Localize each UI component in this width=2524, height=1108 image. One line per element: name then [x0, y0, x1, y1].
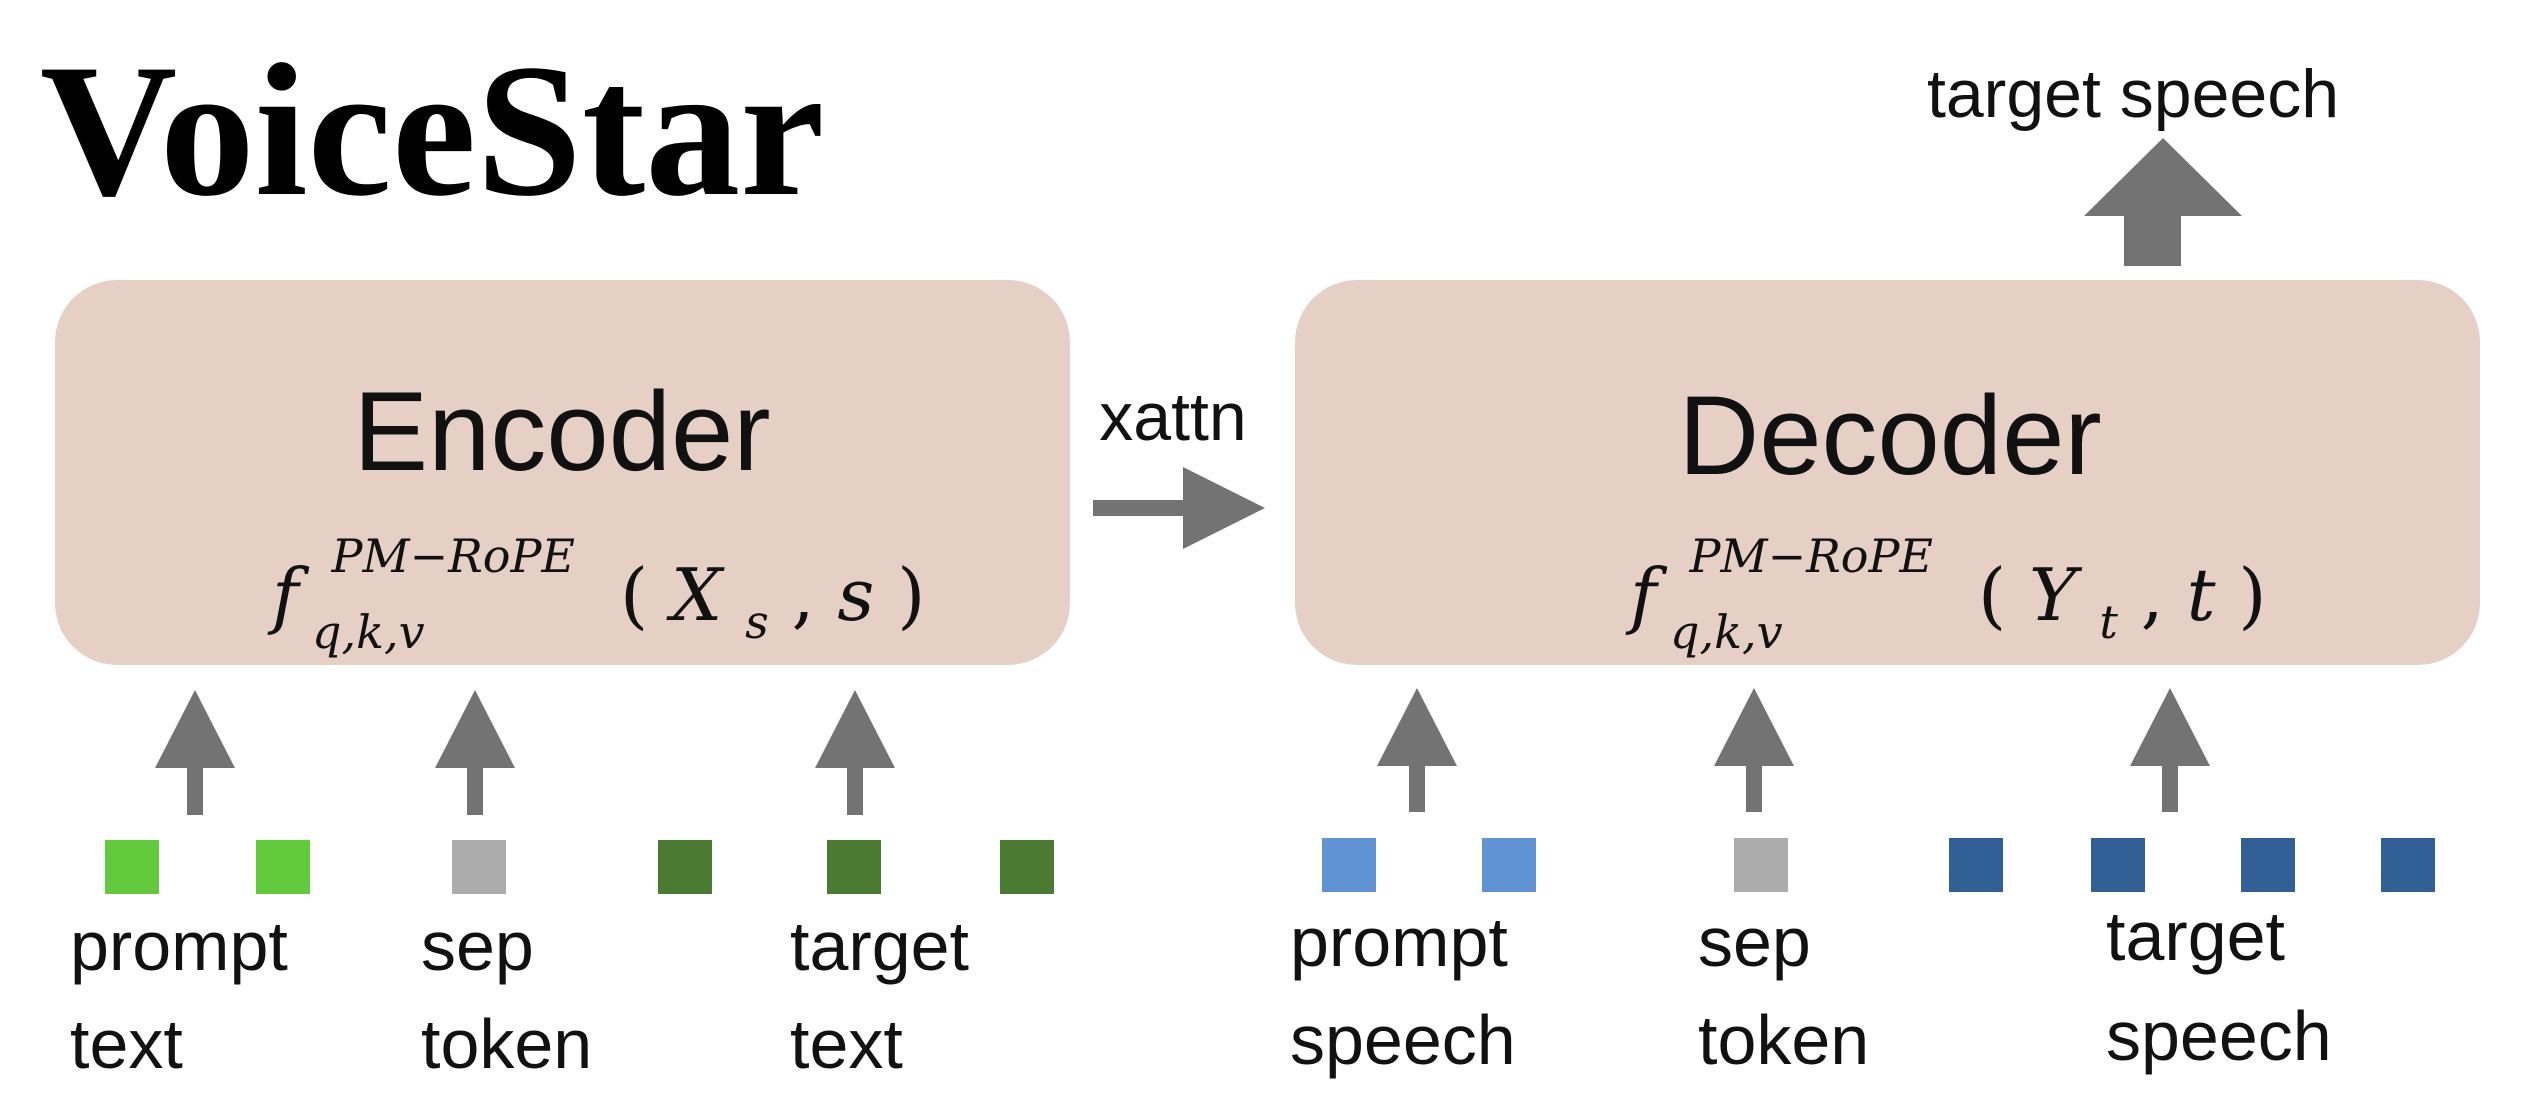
label-line: text: [790, 1005, 903, 1083]
decoder-formula-open-paren: (: [1978, 553, 2006, 637]
decoder-input-arrows: [1377, 688, 2210, 812]
encoder-input-label-sep: sep token: [421, 907, 592, 1083]
decoder-formula-arg1-subscript: t: [2099, 595, 2118, 649]
prompt-text-token: [256, 840, 310, 894]
encoder-formula-superscript: PM−RoPE: [331, 529, 575, 583]
encoder-tokens: [105, 840, 1054, 894]
target-text-token: [658, 840, 712, 894]
xattn-connector: xattn: [1093, 379, 1265, 549]
label-line: prompt: [1290, 903, 1508, 981]
label-line: target: [790, 907, 969, 985]
prompt-text-token: [105, 840, 159, 894]
encoder-formula-subscript: q,k,v: [312, 605, 425, 659]
decoder-formula-arg1: Y: [2029, 553, 2083, 637]
encoder-box: [55, 280, 1070, 665]
decoder-tokens: [1322, 838, 2435, 892]
decoder-input-label-prompt: prompt speech: [1290, 903, 1527, 1079]
target-text-token: [827, 840, 881, 894]
encoder-formula-close-paren: ): [897, 553, 925, 637]
decoder-output: target speech: [1927, 56, 2339, 266]
decoder-input-arrow-prompt: [1377, 688, 1457, 812]
encoder-input-arrow-prompt: [155, 690, 235, 815]
decoder-input-arrow-target: [2130, 688, 2210, 812]
decoder-input-arrow-sep: [1714, 688, 1794, 812]
label-line: sep: [421, 907, 534, 985]
decoder-formula: f PM−RoPE q,k,v ( Y t , t ): [1625, 505, 2267, 665]
encoder-input-label-prompt: prompt text: [70, 907, 307, 1083]
label-line: speech: [1290, 1001, 1516, 1079]
decoder-formula-arg2: t: [2187, 553, 2217, 637]
decoder-box: [1295, 280, 2480, 665]
decoder-label: Decoder: [1678, 373, 2101, 498]
output-label: target speech: [1927, 56, 2339, 132]
xattn-label: xattn: [1099, 379, 1246, 455]
diagram-title: VoiceStar: [40, 26, 825, 236]
decoder-input-label-sep: sep token: [1698, 903, 1869, 1079]
label-line: target: [2106, 897, 2285, 975]
target-speech-token: [1949, 838, 2003, 892]
label-line: speech: [2106, 997, 2332, 1075]
sep-token: [452, 840, 506, 894]
prompt-speech-token: [1482, 838, 1536, 892]
encoder-block: Encoder f PM−RoPE q,k,v ( X s , s ): [55, 280, 1070, 665]
target-text-token: [1000, 840, 1054, 894]
decoder-formula-subscript: q,k,v: [1670, 605, 1783, 659]
decoder-formula-close-paren: ): [2238, 553, 2266, 637]
label-line: prompt: [70, 907, 288, 985]
target-speech-token: [2091, 838, 2145, 892]
encoder-formula-arg1-subscript: s: [745, 595, 769, 649]
encoder-input-arrows: [155, 690, 895, 815]
decoder-input-label-target: target speech: [2106, 897, 2332, 1075]
decoder-formula-superscript: PM−RoPE: [1689, 529, 1933, 583]
encoder-input-arrow-sep: [435, 690, 515, 815]
prompt-speech-token: [1322, 838, 1376, 892]
decoder-token-labels: prompt speech sep token target speech: [1290, 897, 2332, 1079]
encoder-formula-arg2: s: [837, 553, 874, 637]
label-line: text: [70, 1005, 183, 1083]
encoder-label: Encoder: [353, 369, 770, 494]
sep-token: [1734, 838, 1788, 892]
label-line: token: [421, 1005, 592, 1083]
encoder-formula-arg1: X: [666, 553, 725, 637]
decoder-block: Decoder f PM−RoPE q,k,v ( Y t , t ): [1295, 280, 2480, 665]
decoder-formula-comma: ,: [2141, 553, 2187, 637]
label-line: token: [1698, 1001, 1869, 1079]
xattn-arrow: [1093, 467, 1265, 549]
target-speech-token: [2241, 838, 2295, 892]
target-speech-token: [2381, 838, 2435, 892]
encoder-formula-open-paren: (: [620, 553, 648, 637]
encoder-formula-comma: ,: [792, 553, 838, 637]
output-arrow: [2084, 138, 2242, 266]
encoder-formula: f PM−RoPE q,k,v ( X s , s ): [267, 505, 925, 665]
encoder-formula-base: f: [267, 553, 310, 637]
decoder-formula-base: f: [1625, 553, 1668, 637]
encoder-input-arrow-target: [815, 690, 895, 815]
encoder-input-label-target: target text: [790, 907, 988, 1083]
encoder-token-labels: prompt text sep token target text: [70, 907, 988, 1083]
label-line: sep: [1698, 903, 1811, 981]
